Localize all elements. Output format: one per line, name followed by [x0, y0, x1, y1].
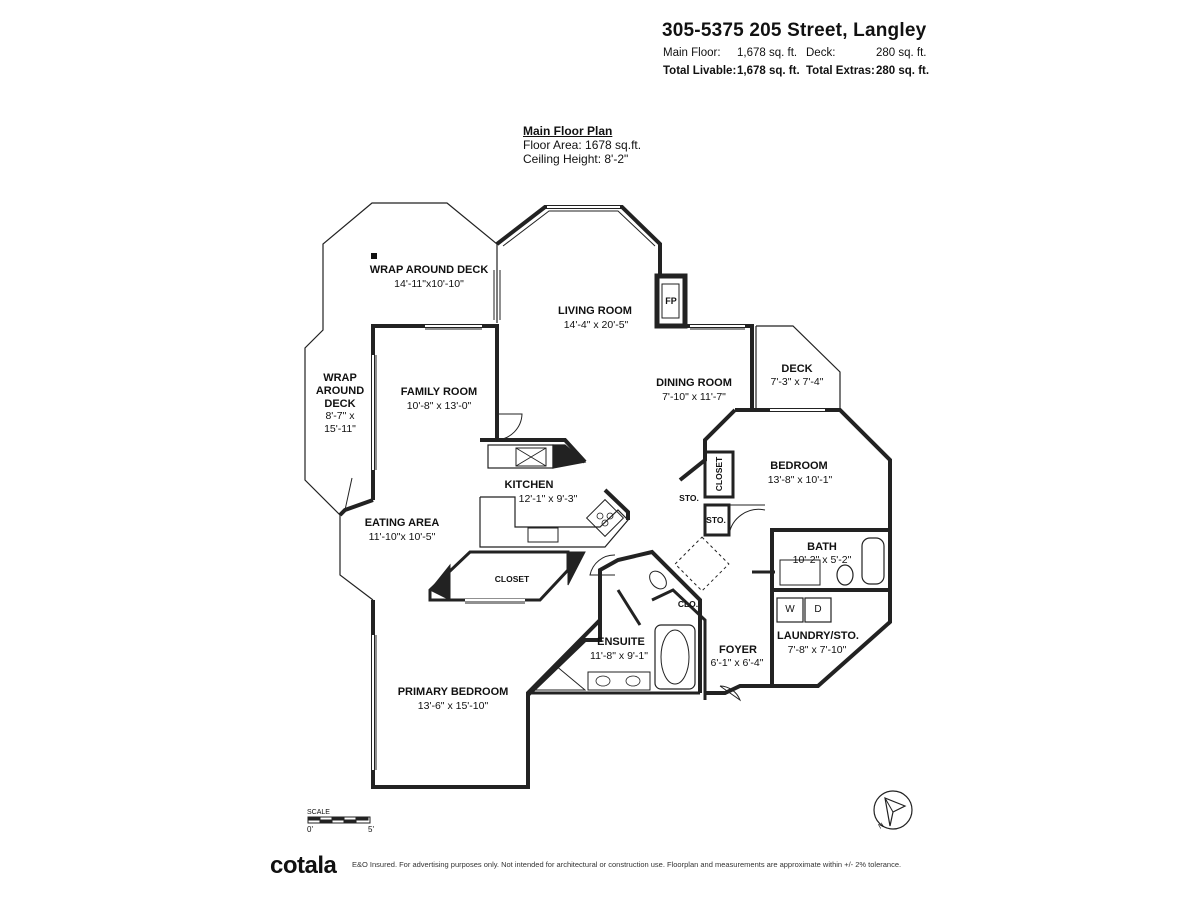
room-name-bedroom: BEDROOM — [770, 460, 828, 472]
room-dims-eating: 11'-10"x 10'-5" — [368, 531, 436, 543]
total-extras-label: Total Extras: — [806, 65, 875, 77]
main-closet-label: CLOSET — [494, 574, 530, 584]
room-name-deck: DECK — [781, 363, 813, 375]
room-dims-foyer: 6'-1" x 6'-4" — [710, 657, 764, 669]
scale-end: 5' — [368, 825, 374, 834]
ensuite-walls — [526, 549, 702, 700]
room-dims-wrap-deck-side: 8'-7" x 15'-11" — [324, 410, 356, 435]
family-room-walls — [371, 324, 499, 500]
dryer — [804, 597, 832, 623]
main-floor-label: Main Floor: — [663, 47, 721, 59]
brand-logo: cotala — [270, 852, 337, 879]
room-name-ensuite: ENSUITE — [597, 636, 645, 648]
room-dims-bath: 10'-2" x 5'-2" — [792, 554, 852, 566]
fireplace-label: FP — [665, 296, 677, 306]
wrap-deck-outline — [304, 202, 498, 601]
room-name-primary: PRIMARY BEDROOM — [397, 686, 509, 698]
room-dims-laundry: 7'-8" x 7'-10" — [787, 644, 847, 656]
room-dims-dining: 7'-10" x 11'-7" — [662, 391, 726, 403]
foyer-walls — [705, 575, 774, 695]
plan-info: Main Floor Plan Floor Area: 1678 sq.ft. … — [523, 124, 641, 166]
room-dims-family: 10'-8" x 13'-0" — [406, 400, 472, 412]
room-dims-bedroom: 13'-8" x 10'-1" — [767, 474, 833, 486]
room-name-dining: DINING ROOM — [656, 377, 732, 389]
bedroom-closet-label: CLOSET — [714, 456, 724, 492]
bath-walls — [770, 528, 892, 592]
room-dims-living: 14'-4" x 20'-5" — [563, 319, 629, 331]
small-deck-outline — [756, 325, 841, 410]
scale-bar — [307, 816, 371, 824]
plan-floor-area: Floor Area: 1678 sq.ft. — [523, 138, 642, 152]
room-name-wrap-deck-side: WRAP AROUND DECK — [315, 372, 365, 410]
main-floor-value: 1,678 sq. ft. — [737, 47, 798, 59]
room-dims-kitchen: 12'-1" x 9'-3" — [518, 493, 578, 505]
total-livable-value: 1,678 sq. ft. — [737, 65, 800, 77]
room-dims-ensuite: 11'-8" x 9'-1" — [590, 650, 648, 662]
room-dims-wrap-deck-top: 14'-11"x10'-10" — [394, 278, 464, 290]
storage-label-2: STO. — [706, 515, 726, 525]
total-livable-label: Total Livable: — [663, 65, 737, 77]
room-dims-primary: 13'-6" x 15'-10" — [417, 700, 489, 712]
washer-label: W — [785, 604, 795, 615]
compass-letter: N — [878, 822, 886, 831]
disclaimer-text: E&O Insured. For advertising purposes on… — [352, 860, 902, 869]
room-name-kitchen: KITCHEN — [504, 479, 554, 491]
north-arrow-icon — [873, 790, 913, 830]
room-name-bath: BATH — [807, 541, 837, 553]
room-name-eating: EATING AREA — [364, 517, 440, 529]
scale-label: SCALE — [307, 809, 330, 816]
plan-title: Main Floor Plan — [523, 124, 613, 138]
clo-label: CLO. — [677, 599, 699, 609]
scale-start: 0' — [307, 825, 313, 834]
room-name-living: LIVING ROOM — [558, 305, 632, 317]
kitchen-counter — [479, 496, 629, 548]
room-name-foyer: FOYER — [719, 644, 757, 656]
room-name-family: FAMILY ROOM — [400, 386, 478, 398]
room-dims-deck: 7'-3" x 7'-4" — [770, 376, 824, 388]
storage-label-1: STO. — [679, 493, 699, 503]
plan-ceiling-height: Ceiling Height: 8'-2" — [523, 152, 629, 166]
deck-value: 280 sq. ft. — [876, 47, 927, 59]
room-name-wrap-deck-top: WRAP AROUND DECK — [369, 264, 489, 276]
room-name-laundry: LAUNDRY/STO. — [777, 630, 859, 642]
property-address: 305-5375 205 Street, Langley — [662, 20, 927, 41]
total-extras-value: 280 sq. ft. — [876, 65, 930, 77]
living-bay-wall — [495, 205, 662, 275]
deck-label: Deck: — [806, 47, 836, 59]
dryer-label: D — [814, 604, 822, 615]
eating-area-walls — [338, 498, 374, 517]
washer — [776, 597, 804, 623]
